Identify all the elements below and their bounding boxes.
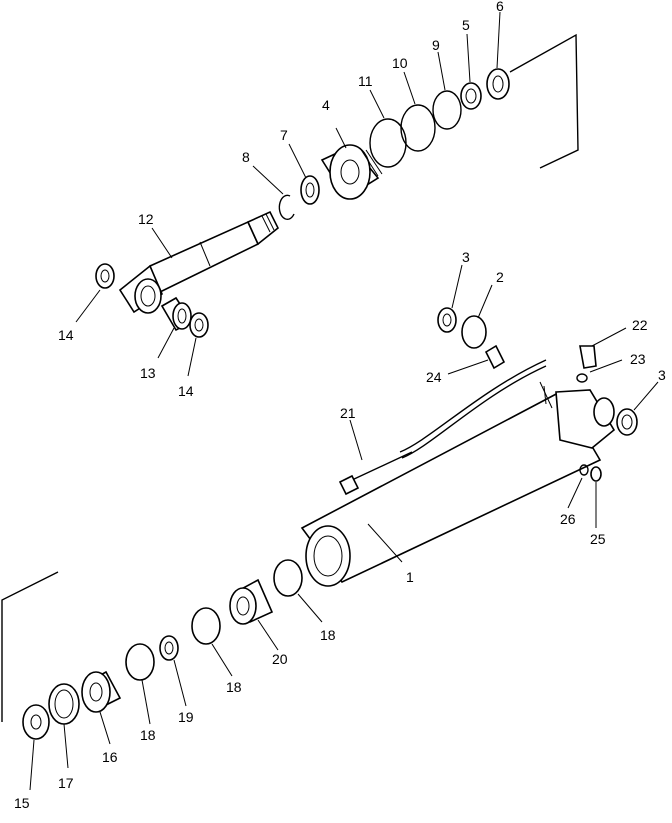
callout-label: 19 xyxy=(178,709,194,725)
clamp-24-part xyxy=(484,344,506,370)
cylinder-tube-part xyxy=(300,381,616,587)
elbow-22-part xyxy=(579,345,597,369)
callout-label: 7 xyxy=(280,127,288,143)
dust-seal-right-part xyxy=(189,312,209,338)
callout-label: 8 xyxy=(242,149,250,165)
o-ring-23-part xyxy=(576,373,588,383)
ring-18-lower-part xyxy=(125,643,155,681)
callout-label: 3 xyxy=(658,367,666,383)
callout-label: 14 xyxy=(178,383,194,399)
dust-seal-left-part xyxy=(95,263,115,289)
seal-6-part xyxy=(486,68,510,100)
callout-label: 22 xyxy=(632,317,648,333)
callout-label: 14 xyxy=(58,327,74,343)
upper-group-bracket xyxy=(509,33,579,169)
pipe-part xyxy=(399,359,547,459)
callout-label: 21 xyxy=(340,405,356,421)
callout-label: 18 xyxy=(140,727,156,743)
dust-seal-3-right-part xyxy=(616,408,638,436)
backup-ring-10-part xyxy=(400,104,436,152)
callout-label: 13 xyxy=(140,365,156,381)
callout-label: 5 xyxy=(462,17,470,33)
callout-label: 2 xyxy=(496,269,504,285)
callout-label: 26 xyxy=(560,511,576,527)
callout-label: 1 xyxy=(406,569,414,585)
lower-group-bracket xyxy=(1,571,59,722)
cylinder-head-part xyxy=(320,144,383,200)
ring-9-part xyxy=(432,90,462,130)
callout-label: 6 xyxy=(496,0,504,14)
tube-end-bushing-2-part xyxy=(461,315,487,349)
nut-19-part xyxy=(159,635,179,661)
callout-label: 15 xyxy=(14,795,30,811)
callout-label: 16 xyxy=(102,749,118,765)
nut-part xyxy=(300,175,320,205)
dust-seal-3-upper-part xyxy=(437,307,457,333)
callout-label: 20 xyxy=(272,651,288,667)
cushion-16-part xyxy=(81,670,122,713)
callout-label: 25 xyxy=(590,531,606,547)
callout-label: 11 xyxy=(358,73,373,89)
bushing-5-part xyxy=(460,82,482,110)
piston-20-part xyxy=(229,578,274,625)
callout-label: 10 xyxy=(392,55,408,71)
o-ring-11-part xyxy=(369,118,407,168)
rod-end-bushing-part xyxy=(160,296,194,332)
callout-label: 18 xyxy=(320,627,336,643)
washer-15-part xyxy=(22,704,50,740)
washer-26-part xyxy=(579,464,589,476)
callout-label: 17 xyxy=(58,775,74,791)
callout-label: 12 xyxy=(138,211,154,227)
ring-17-part xyxy=(48,683,80,725)
nut-25-part xyxy=(590,466,602,482)
callout-label: 23 xyxy=(630,351,646,367)
snap-ring-part xyxy=(278,194,295,221)
bolt-21-part xyxy=(338,451,413,496)
callout-label: 4 xyxy=(322,97,330,113)
callout-label: 9 xyxy=(432,37,440,53)
ring-18-middle-part xyxy=(191,607,221,645)
ring-18-upper-part xyxy=(273,559,303,597)
callout-label: 24 xyxy=(426,369,442,385)
piston-rod-part xyxy=(118,210,280,314)
leader-lines xyxy=(29,11,659,791)
callout-label: 3 xyxy=(462,249,470,265)
callout-label: 18 xyxy=(226,679,242,695)
